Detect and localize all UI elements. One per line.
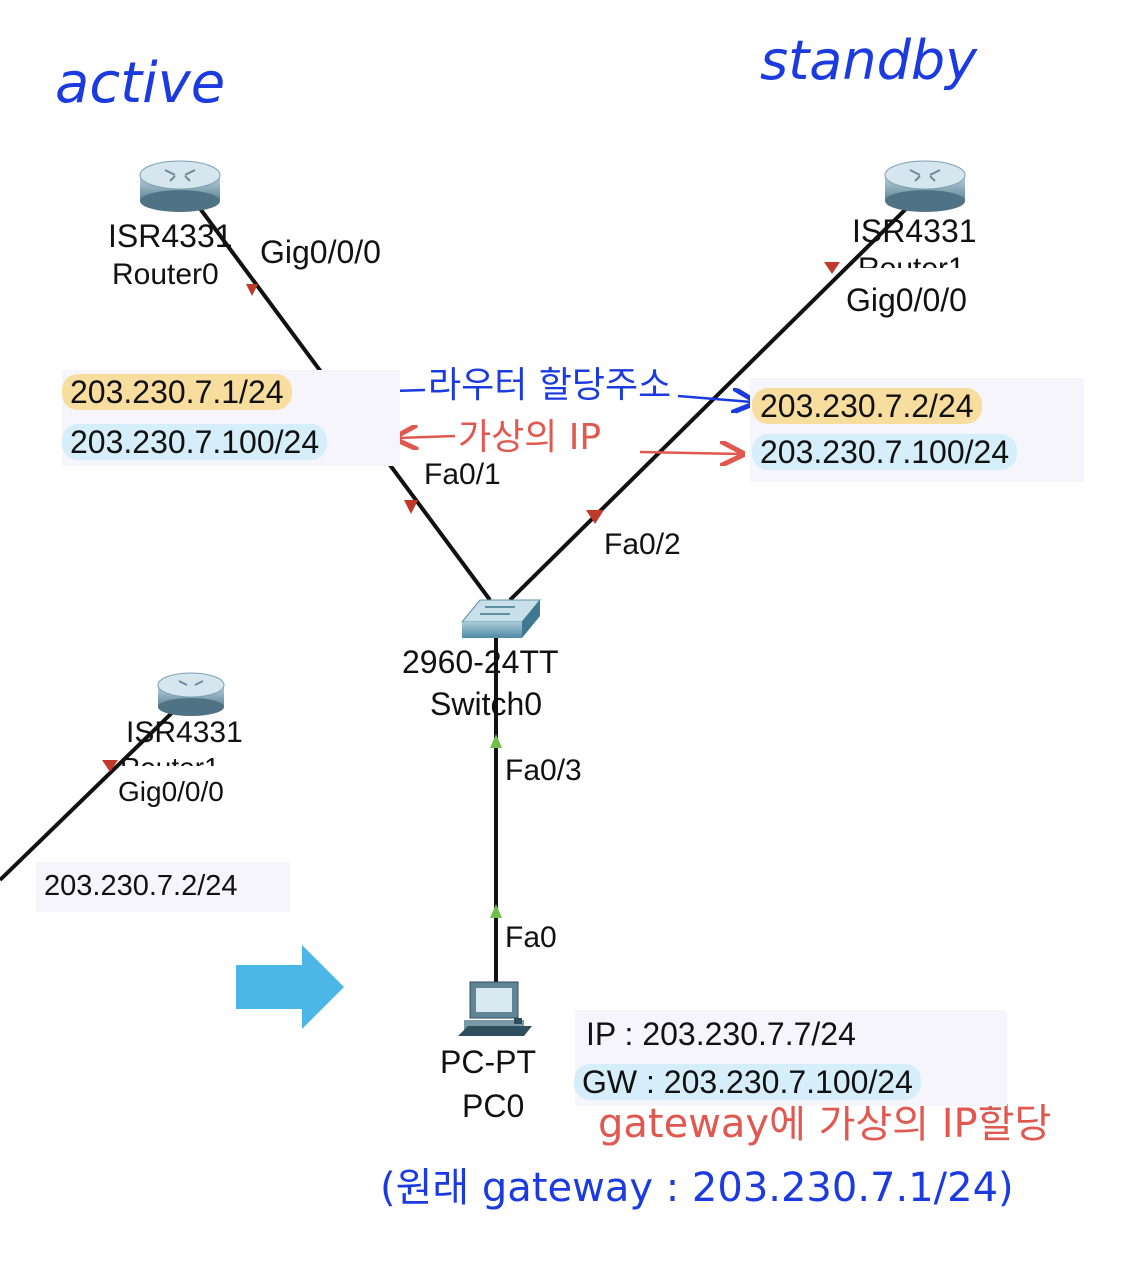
router1-copy-port: Gig0/0/0 [118,776,224,807]
switch-port-fa0-3: Fa0/3 [505,754,582,787]
link-status-down [404,500,418,514]
router0-icon[interactable] [139,160,221,212]
router1-copy-name: Router1 [120,754,220,766]
virtual-ip-note: 가상의 IP [458,417,602,458]
pc0-model: PC-PT [440,1044,536,1080]
pc0-icon[interactable] [458,981,532,1036]
arrow-to-active-vip [398,436,456,438]
switch0-icon[interactable] [460,599,542,638]
router-address-note: 라우터 할당주소 [428,365,672,406]
switch0-name: Switch0 [430,686,543,722]
router1-copy-ip-box [36,862,290,912]
router1-model: ISR4331 [852,213,977,249]
link-status-down [102,760,118,772]
link-status-down [824,262,840,274]
link-status-down [246,284,258,296]
standby-virtual-ip: 203.230.7.100/24 [752,434,1018,470]
active-virtual-ip: 203.230.7.100/24 [62,424,328,460]
router1-copy-model: ISR4331 [126,716,243,749]
standby-router-ip: 203.230.7.2/24 [752,388,982,424]
link-status-up [490,734,502,748]
gateway-note: gateway에 가상의 IP할당 [598,1101,1052,1147]
router1-icon[interactable] [884,160,966,212]
router0-model: ISR4331 [108,218,233,254]
standby-label: standby [760,29,978,92]
router1-copy-ip: 203.230.7.2/24 [44,870,238,902]
router0-port: Gig0/0/0 [260,234,381,270]
switch0-model: 2960-24TT [402,644,559,680]
arrow-to-standby-vip [639,452,740,454]
link-status-down [586,510,604,524]
link-router1-copy [0,703,182,882]
active-router-ip: 203.230.7.1/24 [62,374,292,410]
pc-ip: IP : 203.230.7.7/24 [586,1016,856,1052]
pc-gateway: GW : 203.230.7.100/24 [574,1064,921,1100]
router1-copy-icon[interactable] [157,672,225,716]
pc0-name: PC0 [462,1088,525,1124]
right-arrow-icon [236,945,344,1029]
router0-name: Router0 [112,258,219,291]
router1-port: Gig0/0/0 [846,282,967,318]
pc-port-fa0: Fa0 [505,921,557,954]
arrow-to-standby-ip [677,396,752,402]
original-gateway-note: (원래 gateway : 203.230.7.1/24) [380,1165,1014,1211]
router1-name: Router1 [858,254,965,268]
link-status-up [490,904,502,918]
switch-port-fa0-1: Fa0/1 [424,458,501,491]
active-label: active [55,51,226,116]
switch-port-fa0-2: Fa0/2 [604,528,681,561]
